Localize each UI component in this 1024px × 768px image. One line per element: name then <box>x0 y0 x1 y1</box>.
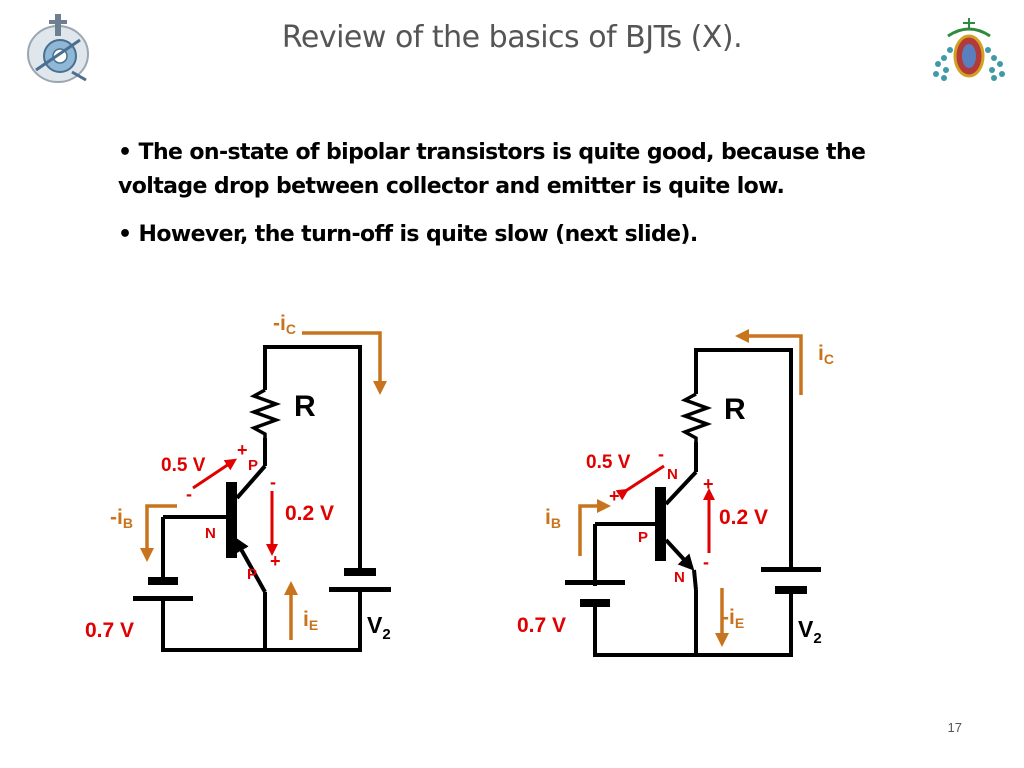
left-vbb-value: 0.7 V <box>85 619 134 642</box>
right-collector-current-label: iC <box>818 342 834 367</box>
right-base-region: P <box>638 529 648 546</box>
right-vbb-value: 0.7 V <box>517 614 566 637</box>
page-number: 17 <box>947 720 962 735</box>
right-vce-minus: - <box>703 552 709 572</box>
right-vbe-value: 0.5 V <box>586 452 631 473</box>
left-base-current-arrow <box>140 504 177 562</box>
right-vce-plus: + <box>703 474 714 494</box>
left-base-current-label: -iB <box>110 506 133 531</box>
slide-title: Review of the basics of BJTs (X). <box>281 20 743 55</box>
right-collector-current-arrow <box>735 329 803 395</box>
right-transistor <box>655 442 698 591</box>
left-emitter-region: P <box>247 566 257 583</box>
right-vbe-plus: + <box>609 486 620 506</box>
left-vce-plus: + <box>270 551 281 571</box>
right-emitter-current-label: -iE <box>722 606 744 631</box>
left-collector-region: P <box>248 457 258 474</box>
right-base-current-label: iB <box>545 506 561 531</box>
right-resistor <box>679 392 713 442</box>
right-circuit: iC R - 0.5 V N + + 0.2 V iB P - N -iE 0.… <box>517 329 834 657</box>
engineering-emblem-logo <box>27 14 89 83</box>
left-circuit-wires <box>161 345 362 652</box>
right-vbe-arrow <box>615 464 665 501</box>
left-resistor-label: R <box>294 390 316 423</box>
right-supply-battery <box>761 567 821 594</box>
right-collector-region: N <box>667 466 678 483</box>
right-base-current-arrow <box>578 499 611 556</box>
right-vcc-label: V2 <box>798 616 822 647</box>
left-collector-current-arrow <box>302 331 387 395</box>
bullet-item-turn-off: • However, the turn-off is quite slow (n… <box>118 222 698 247</box>
left-emitter-current-label: iE <box>303 608 318 633</box>
right-vce-value: 0.2 V <box>719 506 768 529</box>
bullet-item-on-state: • The on-state of bipolar transistors is… <box>118 140 866 199</box>
left-vce-value: 0.2 V <box>285 502 334 525</box>
left-vbe-minus: - <box>186 484 192 504</box>
left-collector-current-label: -iC <box>273 312 296 337</box>
university-crest-logo <box>933 18 1005 81</box>
left-resistor <box>248 388 282 438</box>
left-transistor <box>226 438 267 593</box>
left-circuit: -iC R + 0.5 V P - - 0.2 V -iB N + P iE 0… <box>85 312 391 652</box>
bullet-list: • The on-state of bipolar transistors is… <box>118 136 898 266</box>
left-supply-battery <box>329 568 391 592</box>
left-vbe-value: 0.5 V <box>161 455 206 476</box>
left-vcc-label: V2 <box>367 612 391 643</box>
right-base-battery <box>565 580 625 607</box>
right-vbe-minus: - <box>658 444 664 464</box>
left-base-region: N <box>205 525 216 542</box>
left-base-battery <box>133 577 193 601</box>
left-vbe-arrow <box>192 458 237 490</box>
right-resistor-label: R <box>724 393 746 426</box>
right-circuit-wires <box>593 348 793 657</box>
left-vce-minus: - <box>270 472 276 492</box>
left-vbe-plus: + <box>237 440 248 460</box>
right-emitter-region: N <box>674 569 685 586</box>
